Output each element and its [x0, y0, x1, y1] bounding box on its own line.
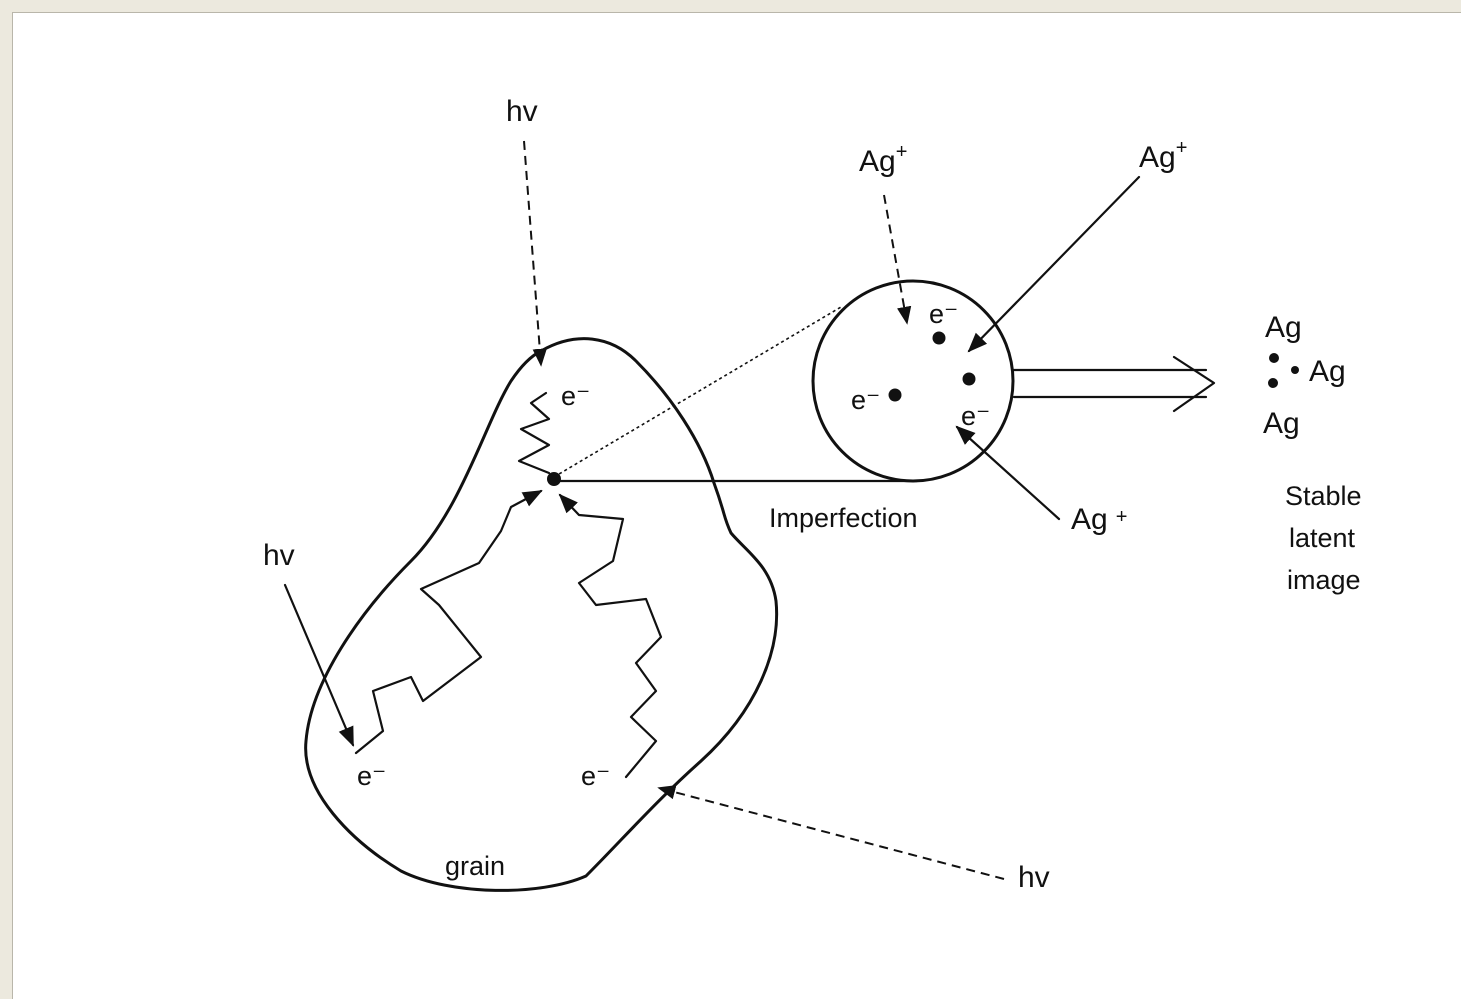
- grain-label: grain: [445, 851, 505, 881]
- image-label: image: [1287, 565, 1361, 595]
- photon-arrow-left: [283, 583, 355, 747]
- stable-label: Stable: [1285, 481, 1362, 511]
- electron-dot-3: [962, 372, 976, 386]
- electron-label-left: e⁻: [357, 761, 386, 791]
- electron-label-circle-top: e⁻: [929, 299, 958, 329]
- ag-atom-label-right: Ag: [1309, 355, 1346, 388]
- ag-ion-label-right: Ag+: [1139, 137, 1187, 174]
- electron-label-circle-right: e⁻: [961, 401, 990, 431]
- ag-ion-arrow-top: [883, 194, 912, 325]
- photon-arrow-bottom: [657, 785, 1005, 880]
- diagram-frame: hv hv hv e⁻ e⁻ e⁻ e⁻ e⁻ e⁻ grain Imperfe…: [12, 12, 1461, 999]
- grain-outline: [304, 337, 779, 892]
- electron-path-left: [354, 489, 543, 755]
- photon-arrow-top: [523, 140, 547, 367]
- ag-ion-arrow-right: [967, 175, 1141, 353]
- ag-ion-arrow-bottom: [955, 425, 1061, 521]
- electron-path-top: [517, 391, 551, 475]
- hv-label-left: hv: [263, 539, 295, 572]
- electron-dot-1: [932, 331, 946, 345]
- ag-cluster-dot-3: [1291, 366, 1299, 374]
- latent-image-diagram: hv hv hv e⁻ e⁻ e⁻ e⁻ e⁻ e⁻ grain Imperfe…: [263, 95, 1362, 894]
- electron-path-right: [558, 493, 663, 779]
- electron-label-right: e⁻: [581, 761, 610, 791]
- hv-label-bottom: hv: [1018, 861, 1050, 894]
- trap-point: [547, 472, 561, 486]
- ag-atom-label-top: Ag: [1265, 311, 1302, 344]
- ag-ion-label-bottom: Ag+: [1071, 503, 1127, 536]
- ag-atom-label-bottom: Ag: [1263, 407, 1300, 440]
- hv-label-top: hv: [506, 95, 538, 128]
- electron-dot-2: [888, 388, 902, 402]
- electron-label-circle-left: e⁻: [851, 385, 880, 415]
- connector-upper: [553, 306, 842, 478]
- ag-ion-label-top: Ag+: [859, 141, 907, 178]
- output-arrow-head: [1172, 355, 1216, 413]
- latent-label: latent: [1289, 523, 1356, 553]
- ag-cluster-dot-2: [1268, 378, 1278, 388]
- electron-label-top: e⁻: [561, 381, 590, 411]
- imperfection-label: Imperfection: [769, 503, 918, 533]
- ag-cluster-dot-1: [1269, 353, 1279, 363]
